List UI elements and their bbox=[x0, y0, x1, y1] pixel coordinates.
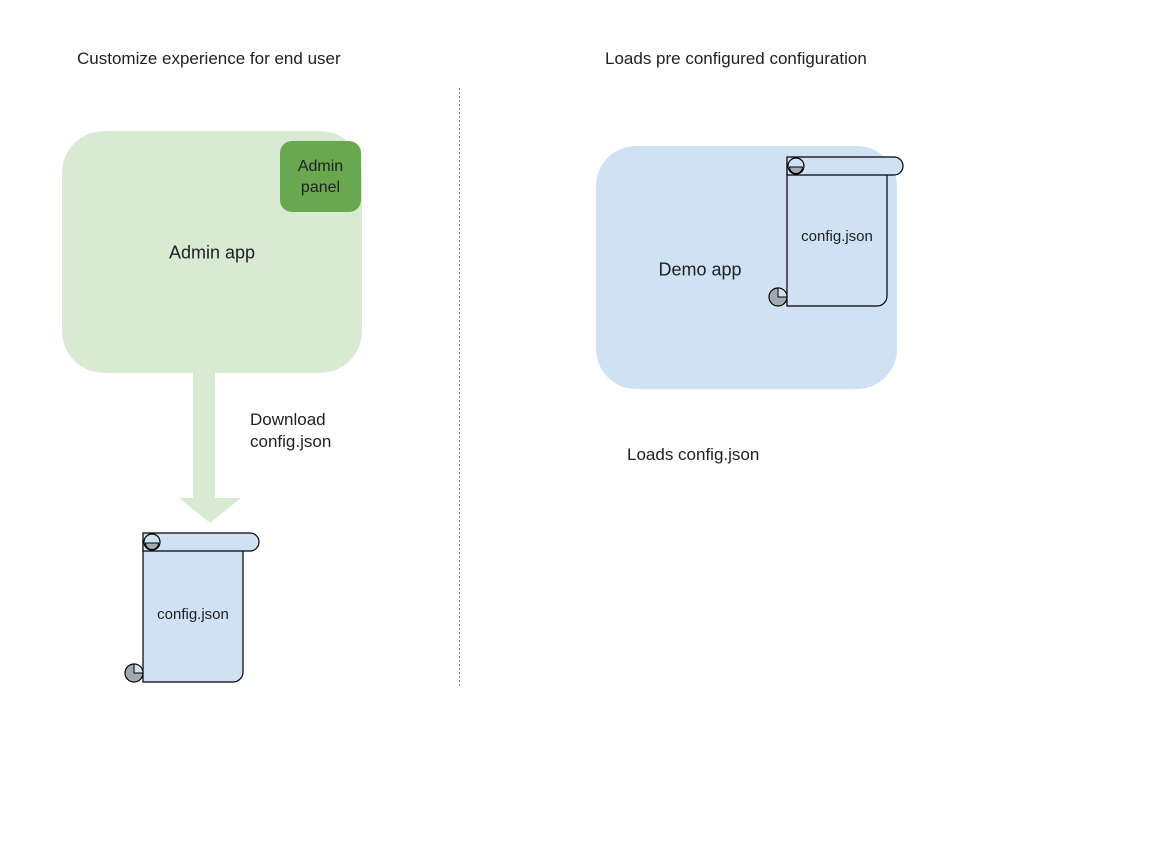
config-json-scroll-right-label: config.json bbox=[801, 228, 873, 245]
right-section-title: Loads pre configured configuration bbox=[605, 49, 867, 68]
demo-app-label: Demo app bbox=[658, 259, 742, 280]
admin-app-label: Admin app bbox=[168, 242, 256, 263]
loads-config-caption: Loads config.json bbox=[627, 445, 760, 464]
download-arrow bbox=[179, 373, 241, 523]
admin-panel-shape: Admin panel bbox=[280, 141, 361, 212]
config-json-scroll-left-label: config.json bbox=[157, 606, 229, 623]
left-section-title: Customize experience for end user bbox=[77, 49, 341, 68]
download-arrow-label-line2: config.json bbox=[250, 432, 332, 451]
download-arrow-icon bbox=[179, 373, 241, 523]
download-arrow-label: Download config.json bbox=[250, 409, 331, 453]
download-arrow-label-line1: Download bbox=[250, 410, 326, 429]
config-json-scroll-left: config.json bbox=[124, 532, 260, 683]
config-json-scroll-right: config.json bbox=[768, 156, 904, 307]
section-divider bbox=[459, 88, 460, 688]
admin-panel-label: Admin panel bbox=[297, 157, 344, 196]
